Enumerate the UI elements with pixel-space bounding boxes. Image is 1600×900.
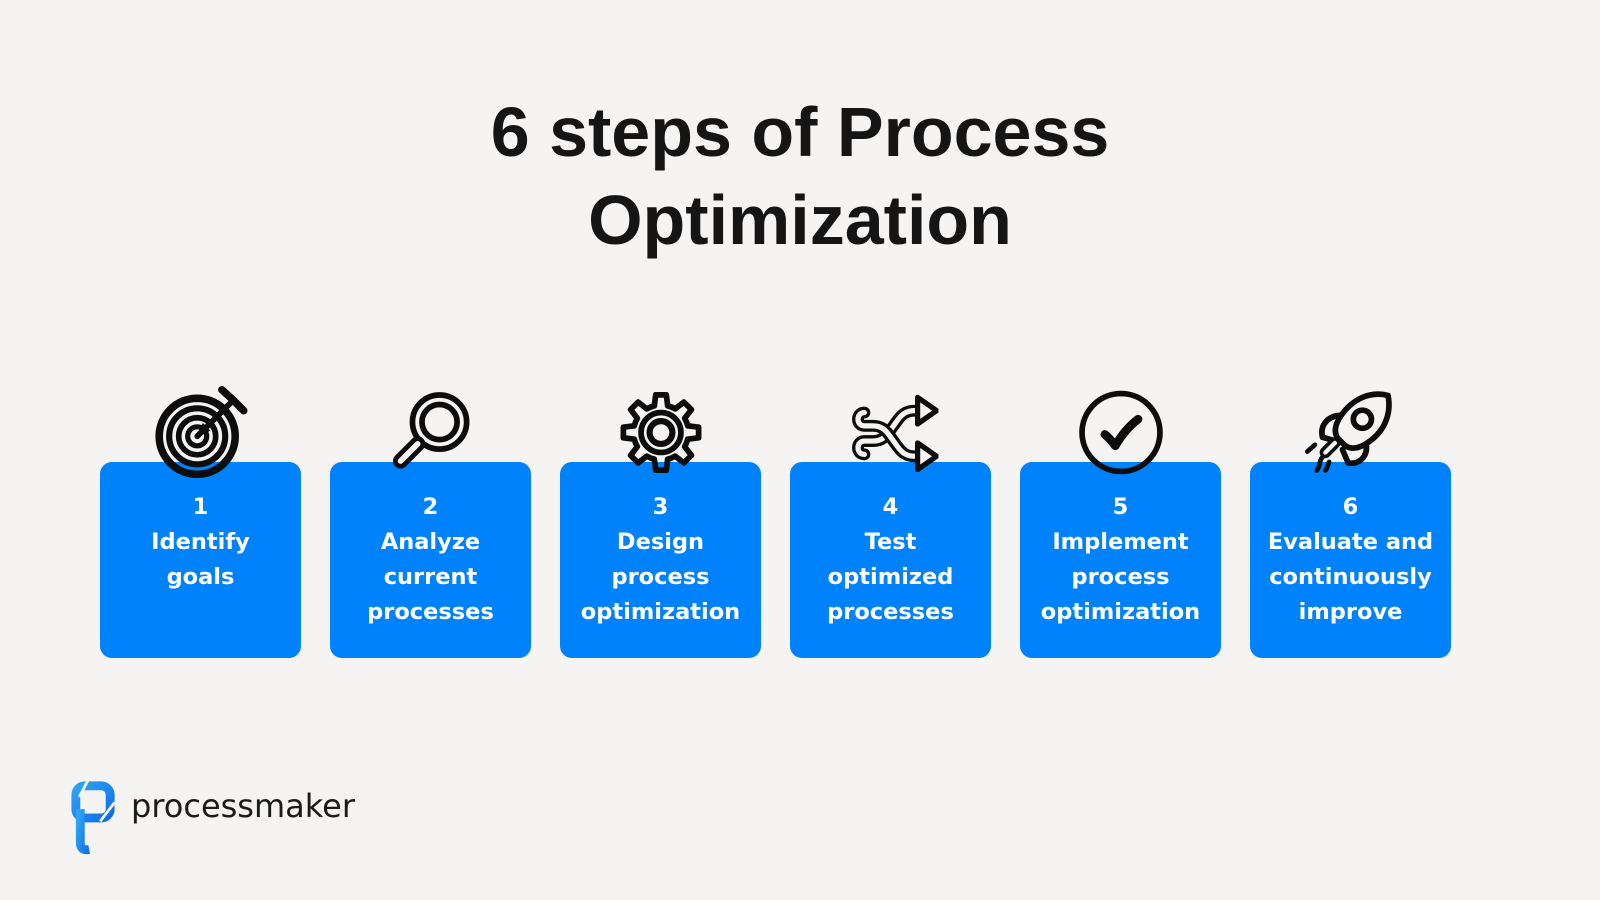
rocket-icon: [1303, 385, 1398, 480]
magnifying-glass-icon: [383, 385, 478, 480]
shuffle-arrows-icon: [843, 385, 938, 480]
page-title-line1: 6 steps of Process: [490, 93, 1110, 171]
step-label: Identify goals: [151, 529, 250, 590]
check-circle-icon: [1073, 385, 1168, 480]
step-card-4: 4 Test optimized processes: [790, 462, 991, 658]
step-number: 5: [1112, 494, 1129, 520]
step-label: Evaluate and continuously improve: [1267, 529, 1434, 625]
step-label: Implement process optimization: [1040, 529, 1201, 625]
step-label: Design process optimization: [580, 529, 741, 625]
step-card-1: 1 Identify goals: [100, 462, 301, 658]
step-2: 2 Analyze current processes: [330, 385, 531, 658]
step-card-3: 3 Design process optimization: [560, 462, 761, 658]
page-title: 6 steps of Process Optimization: [0, 88, 1600, 264]
target-icon: [153, 385, 248, 480]
step-5: 5 Implement process optimization: [1020, 385, 1221, 658]
step-card-5: 5 Implement process optimization: [1020, 462, 1221, 658]
brand-name: processmaker: [131, 787, 355, 825]
step-4: 4 Test optimized processes: [790, 385, 991, 658]
step-number: 3: [652, 494, 669, 520]
step-6: 6 Evaluate and continuously improve: [1250, 385, 1451, 658]
gear-icon: [613, 385, 708, 480]
step-label: Analyze current processes: [367, 529, 494, 625]
step-number: 4: [882, 494, 899, 520]
page-title-line2: Optimization: [588, 181, 1012, 259]
brand-logo: processmaker: [68, 777, 355, 860]
step-card-2: 2 Analyze current processes: [330, 462, 531, 658]
step-label: Test optimized processes: [827, 529, 954, 625]
step-card-6: 6 Evaluate and continuously improve: [1250, 462, 1451, 658]
step-number: 2: [422, 494, 439, 520]
step-number: 1: [192, 494, 209, 520]
step-3: 3 Design process optimization: [560, 385, 761, 658]
step-1: 1 Identify goals: [100, 385, 301, 658]
step-number: 6: [1342, 494, 1359, 520]
processmaker-logo-icon: [71, 779, 116, 855]
steps-row: 1 Identify goals 2 Analyze current proce…: [100, 385, 1451, 658]
